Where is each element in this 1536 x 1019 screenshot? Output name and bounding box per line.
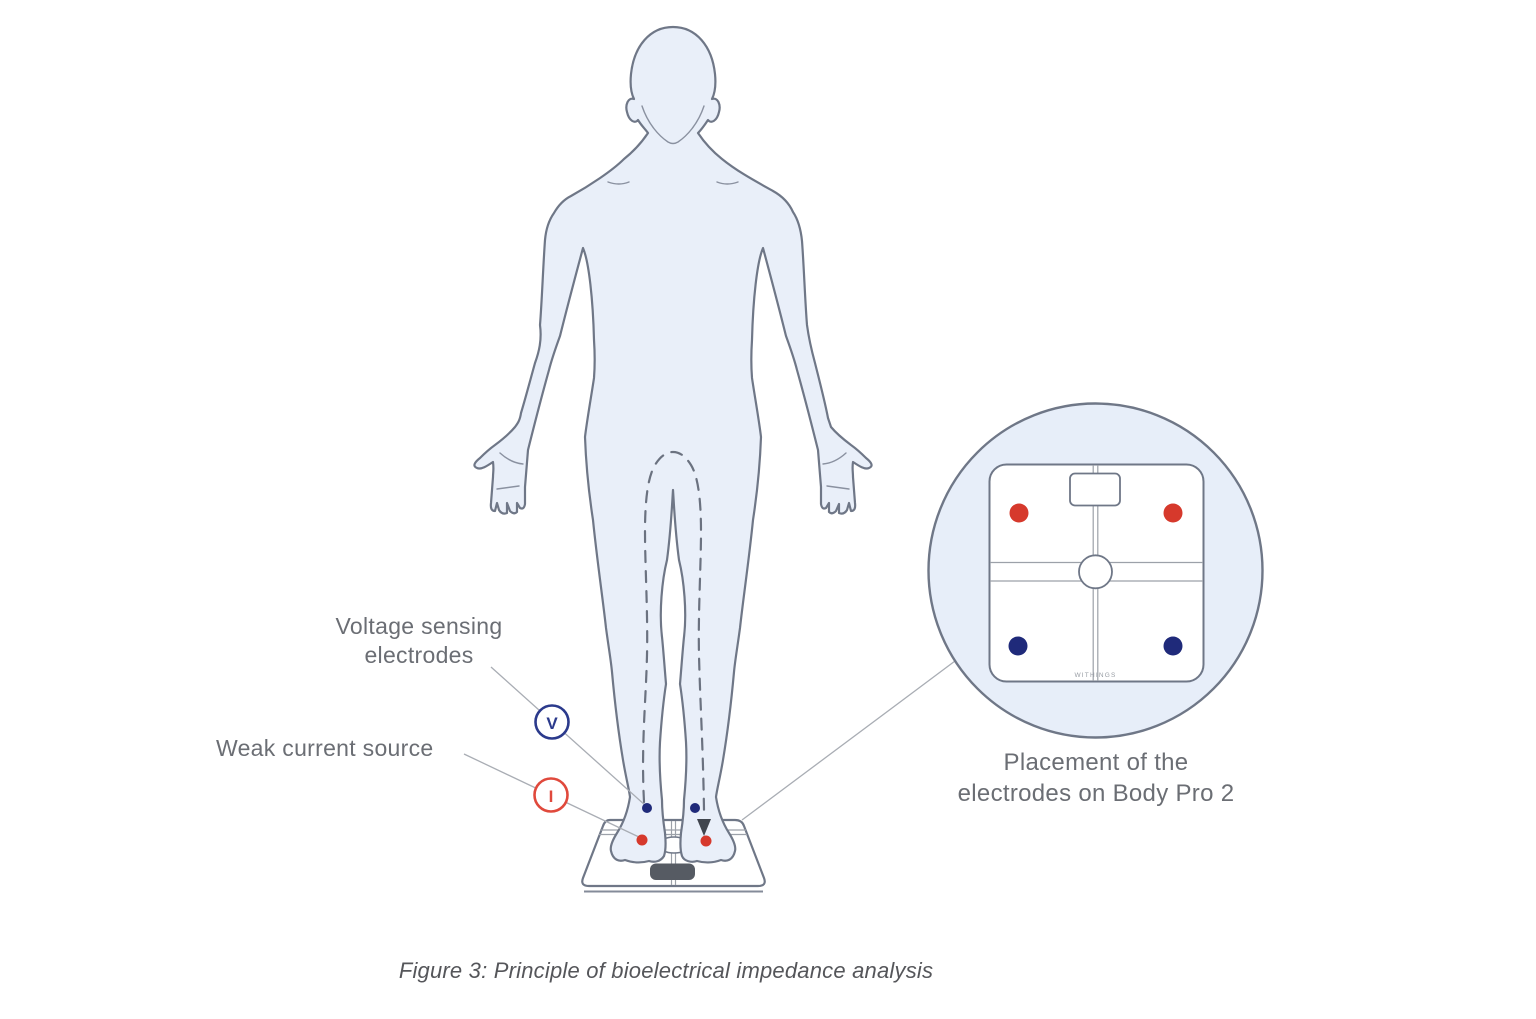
voltage-electrode-left bbox=[642, 803, 652, 813]
voltage-badge: V bbox=[534, 704, 570, 740]
impedance-path bbox=[641, 450, 706, 812]
palm-line-left bbox=[499, 452, 524, 465]
current-badge-circle bbox=[533, 777, 569, 813]
scale-brand-text: WITHINGS bbox=[1074, 672, 1116, 679]
palm-line-right bbox=[822, 452, 847, 465]
detail-electrode-navy-left bbox=[1008, 636, 1028, 656]
placement-label-line2: electrodes on Body Pro 2 bbox=[957, 780, 1235, 807]
floor-scale bbox=[581, 818, 766, 893]
finger-crease-left bbox=[496, 485, 520, 490]
voltage-label: Voltage sensing electrodes bbox=[306, 612, 532, 670]
detail-electrode-red-right bbox=[1163, 503, 1183, 523]
voltage-label-line2: electrodes bbox=[364, 642, 474, 668]
voltage-electrode-right bbox=[690, 803, 700, 813]
detail-electrode-navy-right bbox=[1163, 636, 1183, 656]
detail-center-circle bbox=[1078, 554, 1113, 590]
body-silhouette bbox=[473, 25, 873, 864]
current-badge-letter: I bbox=[549, 787, 554, 806]
figure-caption: Figure 3: Principle of bioelectrical imp… bbox=[398, 958, 934, 983]
current-label: Weak current source bbox=[216, 735, 434, 761]
voltage-leader-line bbox=[490, 666, 647, 807]
body-detail-lines bbox=[496, 105, 850, 490]
jaw-line bbox=[641, 105, 705, 145]
voltage-badge-circle bbox=[534, 704, 570, 740]
clavicle-left bbox=[607, 181, 630, 185]
detail-circle-group: WITHINGS bbox=[927, 402, 1264, 739]
current-badge: I bbox=[533, 777, 569, 813]
detail-display bbox=[1069, 472, 1121, 507]
voltage-label-line1: Voltage sensing bbox=[335, 613, 503, 639]
placement-label: Placement of the electrodes on Body Pro … bbox=[894, 747, 1298, 809]
detail-leader-line bbox=[741, 660, 956, 821]
voltage-badge-letter: V bbox=[546, 714, 558, 733]
impedance-arrow bbox=[697, 819, 711, 836]
current-electrode-left bbox=[636, 834, 648, 846]
detail-electrode-red-left bbox=[1009, 503, 1029, 523]
finger-crease-right bbox=[826, 485, 850, 490]
placement-label-line1: Placement of the bbox=[1003, 749, 1189, 776]
current-electrode-right bbox=[700, 835, 712, 847]
clavicle-right bbox=[716, 181, 739, 185]
floor-scale-display bbox=[650, 863, 695, 880]
